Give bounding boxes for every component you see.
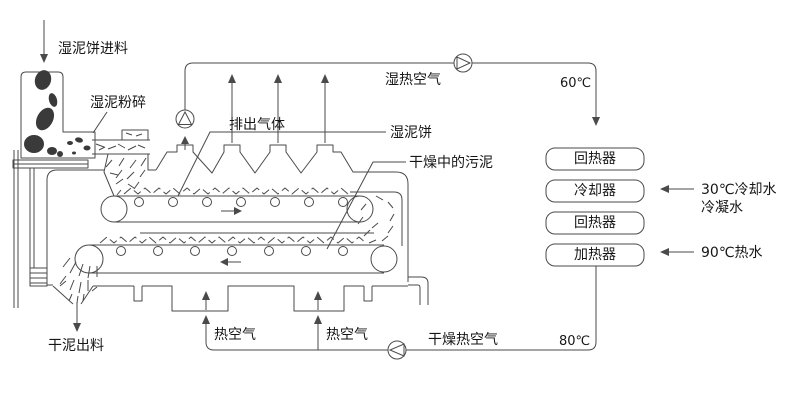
wet-cake-label: 湿泥饼 [390,125,432,141]
crusher [92,129,150,155]
feed-label: 湿泥饼进料 [58,41,128,57]
hopper-stand [12,150,89,308]
support-leg [363,286,373,302]
condensate-label: 冷凝水 [701,200,743,216]
exhaust-label: 排出气体 [229,117,285,133]
hot-air-left-label: 热空气 [214,327,256,343]
belt-roller [74,244,104,274]
crusher-leader-line [92,111,108,134]
heat-exchanger-stack: 回热器 冷却器 回热器 加热器 [545,147,645,267]
hot-water-label: 90℃热水 [701,245,763,261]
belt-direction-right [221,207,242,215]
exhaust-hood [155,144,409,282]
floor [47,284,408,312]
sludge-blobs [24,70,91,157]
up-arrow-icon [314,315,322,324]
right-foot [408,276,429,305]
feed-chute [103,153,156,197]
cooler-label: 冷却器 [574,183,616,199]
exhaust-arrows [181,74,329,150]
crusher-label: 湿泥粉碎 [90,95,146,111]
blower-icon [175,109,195,129]
heater-inlet: 90℃热水 [660,245,763,261]
recuperator-box [545,147,645,171]
feed-arrow [40,20,48,63]
falling-sludge-hatch [357,195,395,244]
support-leg [133,286,143,302]
left-arrow-icon [660,248,669,256]
air-loop-bottom [202,266,597,360]
sludge-layer [99,236,367,244]
discharge [59,257,98,332]
idler-rollers [134,197,348,207]
discharge-funnel [52,285,94,305]
blower-icon [387,340,407,360]
heater-label: 加热器 [574,247,616,263]
left-arrow-icon [660,185,669,193]
dryer-chamber [46,144,429,312]
recuperator-box [545,211,645,235]
upper-conveyor [100,187,374,223]
down-arrow-icon [40,54,48,63]
hot-air-inlet-arrows [202,291,322,310]
belt-direction-left [220,258,241,266]
discharge-spray [59,257,98,304]
humid-hot-air-label: 湿热空气 [385,72,441,88]
humid-hot-air-temp: 60℃ [560,76,591,91]
up-arrow-icon [202,315,210,324]
transfer-chute [350,191,403,246]
cooler-box [545,179,645,203]
blower-icon [453,53,473,73]
idler-rollers [116,246,348,256]
lower-conveyor [74,236,398,274]
chute-hatch [105,157,147,196]
feed-hopper [20,70,96,159]
heater-box [545,243,645,267]
dry-hot-air-label: 干燥热空气 [428,332,498,348]
crushed-mud-hatch [95,132,146,151]
down-arrow-icon [592,117,600,126]
cooler-inlet: 30℃冷却水 冷凝水 [660,182,777,216]
discharge-label: 干泥出料 [48,338,104,354]
dry-hot-air-temp: 80℃ [559,334,590,349]
belt-roller [100,195,128,223]
down-arrow-icon [73,323,81,332]
cooling-water-label: 30℃冷却水 [701,182,777,198]
recuperator-label: 回热器 [574,151,616,167]
hot-air-right-label: 热空气 [326,327,368,343]
drying-sludge-label: 干燥中的污泥 [409,155,493,171]
belt-roller [346,195,374,223]
air-loop-top [175,53,600,129]
belt-roller [370,245,398,273]
sludge-layer [123,187,349,195]
wet-cake-leader-line [177,131,386,197]
recuperator-label: 回热器 [574,215,616,231]
drying-sludge-leader-line [326,161,406,250]
